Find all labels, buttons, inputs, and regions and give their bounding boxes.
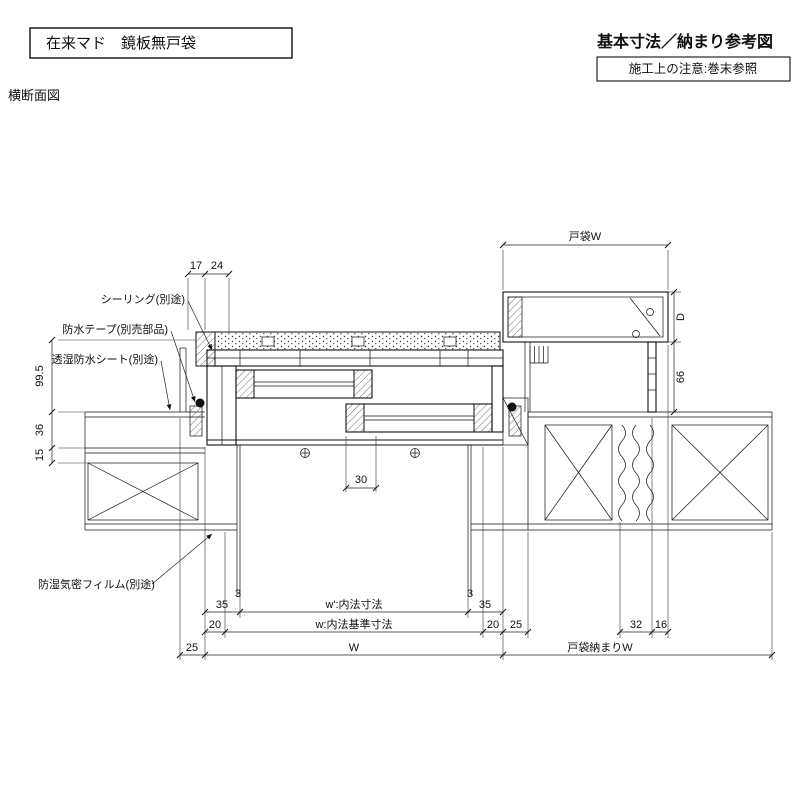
sash-outer	[235, 369, 373, 399]
dim-66: 66	[675, 371, 687, 383]
dim-w-base: w:内法基準寸法	[315, 617, 393, 631]
dim-3-left: 3	[235, 588, 241, 600]
dim-32: 32	[630, 619, 642, 631]
dim-36: 36	[34, 424, 46, 436]
dimension-lines	[51, 244, 772, 656]
annotation-sheet: 透湿防水シート(別途)	[52, 352, 158, 366]
dim-30: 30	[355, 474, 367, 486]
annotation-leaders: シーリング(別途) 防水テープ(別売部品) 透湿防水シート(別途) 防湿気密フィ…	[38, 292, 213, 591]
waterproof-tape-left	[189, 405, 203, 437]
dim-20-left: 20	[209, 619, 221, 631]
page-heading: 基本寸法／納まり参考図	[596, 32, 773, 51]
brush-seal-detail	[529, 346, 549, 364]
dim-w-total: W	[349, 642, 360, 654]
frame-left-cap	[195, 331, 216, 367]
note-box	[596, 56, 791, 82]
title-box	[29, 27, 293, 59]
insulation-symbol	[618, 424, 654, 522]
right-jamb	[491, 365, 504, 433]
dimension-ticks	[48, 241, 776, 659]
dim-24: 24	[211, 260, 223, 272]
pocket-junction-block	[502, 397, 529, 446]
annotation-film: 防湿気密フィルム(別途)	[38, 577, 155, 591]
dim-w-inner: w':内法寸法	[324, 597, 382, 611]
dim-20-right: 20	[487, 619, 499, 631]
left-wall-section	[84, 347, 237, 531]
pocket-end-member	[647, 341, 657, 413]
annotation-sealing: シーリング(別途)	[101, 292, 185, 306]
screw-symbol	[300, 448, 310, 458]
dim-pocket-fit-width: 戸袋納まりW	[567, 640, 633, 654]
screw-symbol	[410, 448, 420, 458]
dim-25-left: 25	[186, 642, 198, 654]
fastener-symbol	[646, 308, 654, 316]
sash-inner	[345, 403, 493, 433]
door-pocket	[502, 291, 669, 413]
pocket-brace	[629, 297, 661, 337]
dim-35-left: 35	[216, 599, 228, 611]
dim-16: 16	[655, 619, 667, 631]
window-frame	[189, 331, 549, 595]
dim-17: 17	[190, 260, 202, 272]
annotation-tape: 防水テープ(別売部品)	[62, 322, 168, 336]
dim-depth: D	[675, 313, 687, 321]
dim-3-right: 3	[467, 588, 473, 600]
right-stud-section-2	[671, 424, 769, 521]
dim-pocket-width: 戸袋W	[569, 229, 602, 243]
view-label: 横断面図	[8, 88, 60, 103]
extension-lines	[58, 250, 773, 660]
construction-note: 施工上の注意:巻末参照	[629, 61, 757, 76]
left-stud-section	[87, 462, 199, 521]
header: 在来マド 鏡板無戸袋 基本寸法／納まり参考図 施工上の注意:巻末参照 横断面図	[8, 27, 791, 103]
right-stud-section	[544, 424, 613, 521]
dim-25-right: 25	[510, 619, 522, 631]
dim-15: 15	[34, 449, 46, 461]
dimension-labels: 17 24 戸袋W D 66 99.5 36 15 30 3 3 35 w':内…	[34, 229, 687, 654]
drawing-title: 在来マド 鏡板無戸袋	[46, 34, 196, 52]
dim-35-right: 35	[479, 599, 491, 611]
fastener-symbol	[632, 330, 640, 338]
sealing-bead-left	[195, 398, 205, 408]
waterproof-tape-right	[508, 405, 522, 437]
left-jamb	[206, 365, 237, 446]
dim-99-5: 99.5	[34, 365, 46, 386]
